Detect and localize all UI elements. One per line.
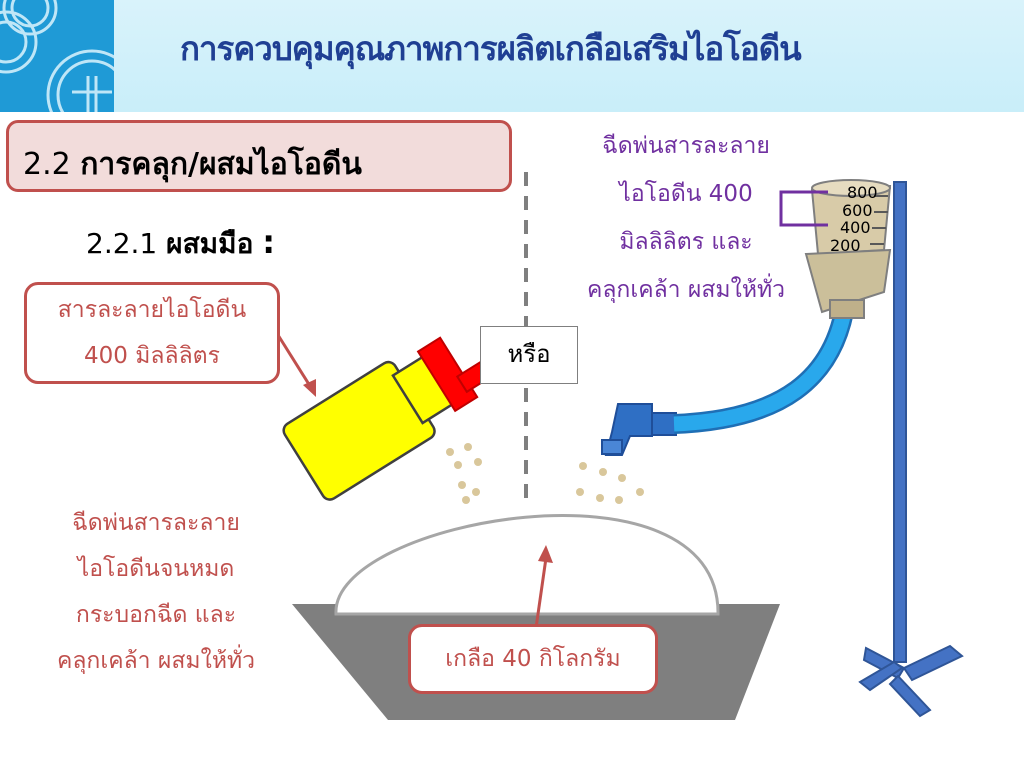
right-instructions: ฉีดพ่นสารละลาย ไอโอดีน 400 มิลลิลิตร และ…: [556, 122, 816, 314]
volume-bracket: [779, 190, 828, 227]
bottle-label-box: สารละลายไอโอดีน 400 มิลลิลิตร: [24, 282, 280, 384]
header-banner: การควบคุมคุณภาพการผลิตเกลือเสริมไอโอดีน: [0, 0, 1024, 112]
bottle-label-line2: 400 มิลลิลิตร: [84, 343, 220, 369]
salt-arrow-head: [538, 545, 553, 563]
right-instruction-line: ฉีดพ่นสารละลาย: [602, 133, 770, 159]
bottle-label-arrow: [276, 334, 312, 387]
subsection-label: ผสมมือ: [166, 227, 254, 260]
salt-arrow: [534, 557, 548, 629]
subsection-heading: 2.2.1 ผสมมือ :: [86, 222, 275, 266]
bottle-label-arrow-head: [303, 379, 316, 397]
right-instruction-line: คลุกเคล้า ผสมให้ทั่ว: [586, 277, 786, 303]
salt-label: เกลือ 40 กิโลกรัม: [445, 646, 621, 672]
tank-scale-800: 800: [847, 183, 878, 202]
salt-label-box: เกลือ 40 กิโลกรัม: [408, 624, 658, 694]
faucet-nozzle: [601, 403, 677, 456]
page-title: การควบคุมคุณภาพการผลิตเกลือเสริมไอโอดีน: [180, 29, 802, 68]
tank-scale-600: 600: [842, 201, 873, 220]
left-instruction-line: คลุกเคล้า ผสมให้ทั่ว: [56, 648, 256, 674]
spray-droplets-right: [576, 462, 644, 504]
left-instruction-line: ฉีดพ่นสารละลาย: [72, 510, 240, 536]
spray-droplets-left: [446, 443, 482, 504]
iodine-tank: [804, 179, 892, 319]
subsection-number: 2.2.1: [86, 227, 158, 260]
right-instruction-line: มิลลิลิตร และ: [619, 229, 753, 255]
salt-pile: [334, 514, 720, 616]
bottle-label-line1: สารละลายไอโอดีน: [57, 297, 247, 323]
left-instructions: ฉีดพ่นสารละลาย ไอโอดีนจนหมด กระบอกฉีด แล…: [26, 500, 286, 684]
left-instruction-line: ไอโอดีนจนหมด: [77, 556, 235, 582]
section-number: 2.2: [23, 147, 71, 182]
tank-scale-400: 400: [840, 218, 871, 237]
section-label: การคลุก/ผสมไอโอดีน: [80, 147, 362, 182]
right-instruction-line: ไอโอดีน 400: [619, 181, 753, 207]
logo: [0, 0, 114, 112]
section-heading-box: 2.2 การคลุก/ผสมไอโอดีน: [6, 120, 512, 192]
spray-bottle: [282, 336, 503, 501]
subsection-colon: :: [262, 223, 276, 261]
or-label: หรือ: [507, 340, 551, 368]
mixer-paddle: [858, 181, 964, 718]
hose: [673, 298, 854, 432]
or-box: หรือ: [480, 326, 578, 384]
logo-emblem-icon: [0, 0, 114, 112]
left-instruction-line: กระบอกฉีด และ: [75, 602, 237, 628]
tank-scale-200: 200: [830, 236, 861, 255]
